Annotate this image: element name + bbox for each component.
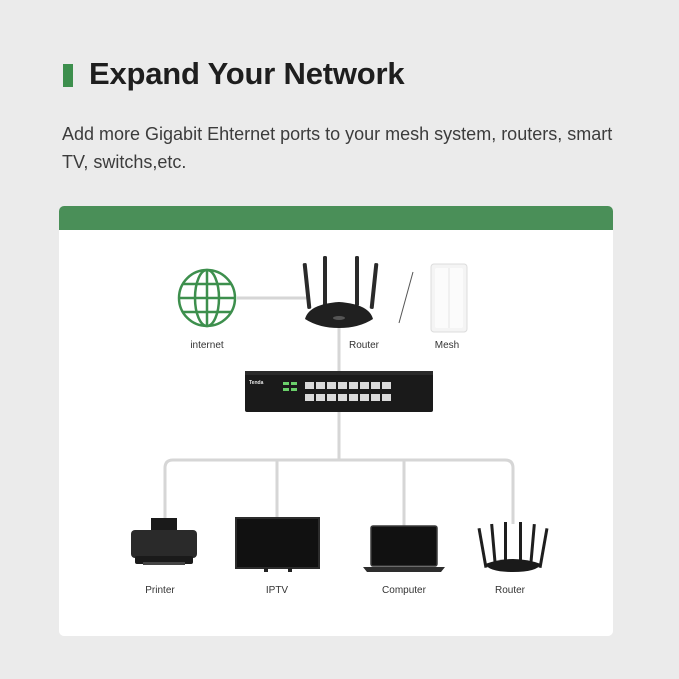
node-label-printer: Printer [145,585,175,596]
network-diagram [131,256,549,572]
node-label-router-2: Router [494,585,525,596]
distribution-line [163,458,515,524]
switch-brand-logo: Tenda [249,380,264,386]
router-icon [477,522,549,572]
node-label-router: Router [348,340,379,351]
node-label-internet: internet [190,340,224,351]
node-label-mesh: Mesh [434,340,460,351]
title-accent-bar [63,64,73,87]
router-icon [302,256,379,328]
connection-lines [163,296,515,526]
switch-icon [245,371,433,412]
node-label-iptv: IPTV [265,585,289,596]
globe-icon [177,268,237,328]
printer-icon [131,518,197,565]
laptop-icon [363,525,445,572]
network-diagram-card: Tenda internet Router Mesh Printer IPTV … [59,206,613,636]
wireless-divider [398,271,414,324]
page-subtitle: Add more Gigabit Ehternet ports to your … [62,124,613,172]
tv-icon [235,517,320,572]
page-title: Expand Your Network [89,56,405,91]
node-label-computer: Computer [382,585,426,596]
mesh-node-icon [430,263,468,333]
card-header-bar [59,206,613,230]
